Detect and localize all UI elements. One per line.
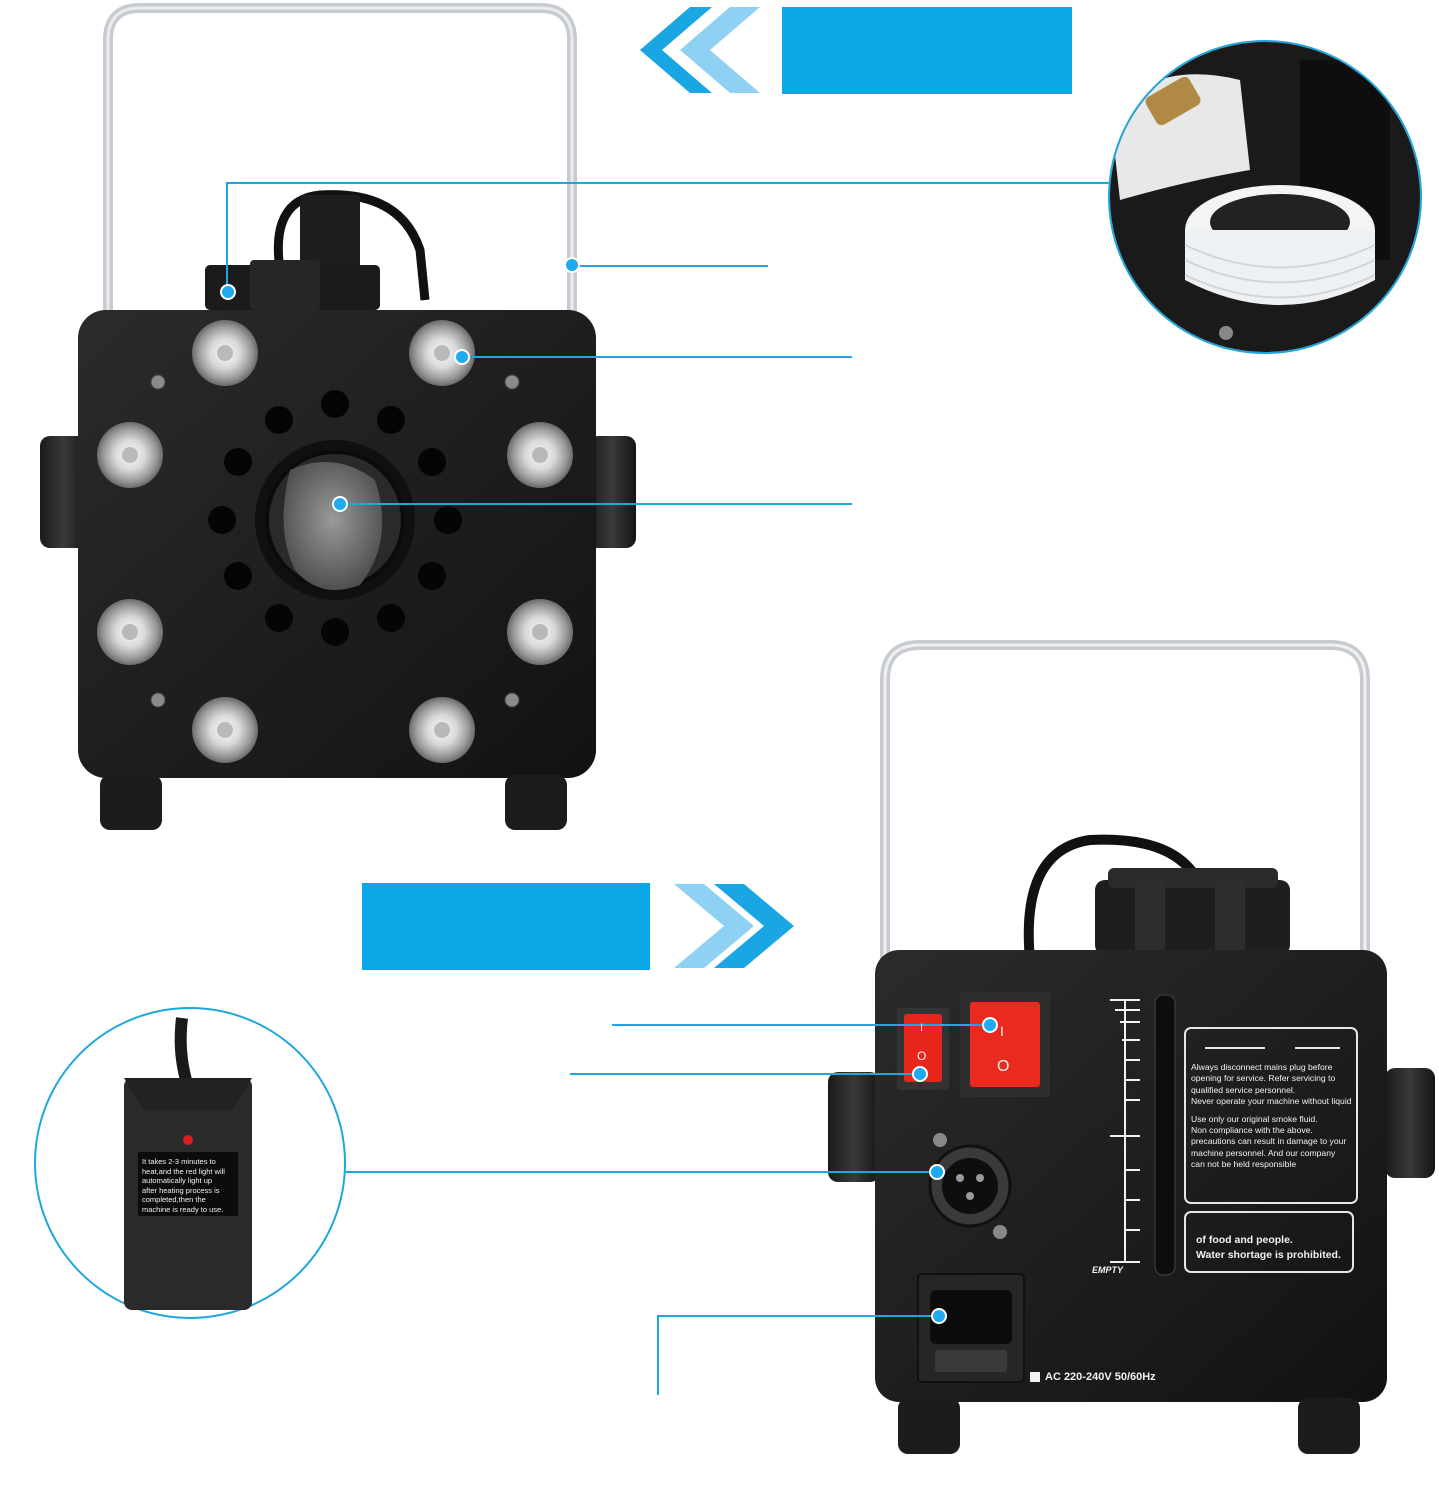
- notice-line: Water shortage is prohibited.: [1196, 1249, 1341, 1261]
- small-switch-off-mark: O: [917, 1049, 927, 1063]
- double-chevron-left-icon: [640, 7, 760, 93]
- switch-off-mark: O: [997, 1058, 1010, 1075]
- tank-cap-inset: [1108, 40, 1422, 354]
- remote-instruction-label: It takes 2-3 minutes to heat,and the red…: [142, 1157, 240, 1214]
- front-machine: [40, 3, 636, 830]
- tank-empty-mark: EMPTY: [1092, 1265, 1124, 1275]
- remote-label-line: It takes 2-3 minutes to: [142, 1157, 216, 1166]
- rear-machine: [828, 640, 1435, 1454]
- warning-label: Always disconnect mains plug before open…: [1191, 1062, 1353, 1171]
- bottom-callouts: [345, 1024, 990, 1395]
- warning-line: opening for service. Refer servicing to: [1191, 1073, 1336, 1084]
- warning-line: Non compliance with the above.: [1191, 1125, 1313, 1136]
- warning-line: can not be held responsible: [1191, 1159, 1297, 1170]
- notice-line: of food and people.: [1196, 1234, 1293, 1246]
- double-chevron-right-icon: [674, 884, 794, 968]
- bottom-blue-box: [362, 883, 650, 970]
- warning-line: qualified service personnel.: [1191, 1084, 1296, 1095]
- remote-label-line: automatically light up: [142, 1176, 213, 1185]
- warning-line: Use only our original smoke fluid.: [1191, 1113, 1318, 1124]
- remote-label-line: completed,then the: [142, 1195, 206, 1204]
- vent-holes: [208, 390, 462, 646]
- remote-label-line: after heating process is: [142, 1185, 220, 1195]
- warning-line: Never operate your machine without liqui…: [1191, 1096, 1352, 1107]
- small-switch-on-mark: I: [920, 1022, 924, 1034]
- warning-line: machine personnel. And our company: [1191, 1147, 1336, 1158]
- notice-label: of food and people. Water shortage is pr…: [1196, 1233, 1354, 1263]
- top-callouts: [226, 182, 1110, 505]
- front-leds: [97, 320, 573, 763]
- power-rating-label: AC 220-240V 50/60Hz: [1045, 1371, 1156, 1383]
- switch-on-mark: I: [1000, 1023, 1004, 1039]
- remote-label-line: machine is ready to use.: [142, 1204, 224, 1214]
- warning-line: Always disconnect mains plug before: [1191, 1062, 1333, 1072]
- remote-inset: [34, 1007, 346, 1319]
- remote-label-line: heat,and the red light will: [142, 1166, 225, 1176]
- top-blue-box: [782, 7, 1072, 94]
- warning-line: precautions can result in damage to your: [1191, 1136, 1347, 1147]
